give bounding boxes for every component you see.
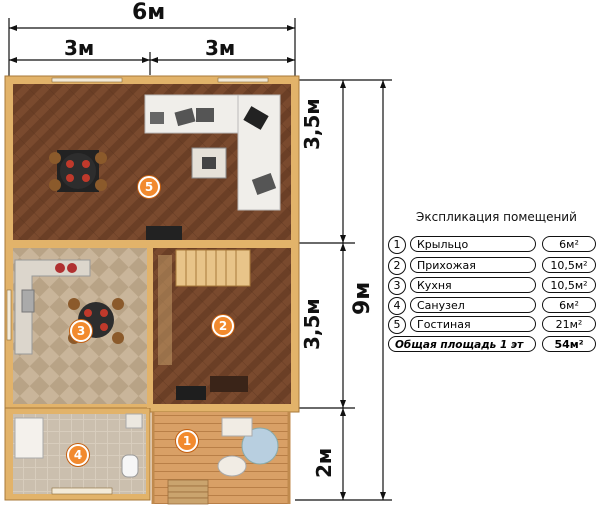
legend-room-name: Прихожая — [410, 257, 536, 273]
legend-num: 1 — [388, 236, 406, 254]
fireplace — [146, 226, 182, 240]
legend-room-area: 10,5м² — [542, 277, 596, 293]
legend-room-name: Кухня — [410, 277, 536, 293]
room-marker-3: 3 — [70, 320, 92, 342]
room-marker-5: 5 — [138, 176, 160, 198]
porch-steps — [167, 479, 209, 505]
legend-total-label: Общая площадь 1 эт — [388, 336, 536, 352]
dim-top-left: 3м — [64, 36, 95, 60]
room-marker-1: 1 — [176, 430, 198, 452]
room-marker-4: 4 — [67, 444, 89, 466]
legend-room-area: 6м² — [542, 236, 596, 252]
dim-top-total: 6м — [132, 0, 166, 25]
legend-room-name: Гостиная — [410, 316, 536, 332]
wall-vertical — [147, 248, 153, 408]
legend-num: 2 — [388, 257, 406, 275]
legend-room-name: Крыльцо — [410, 236, 536, 252]
legend-num: 5 — [388, 316, 406, 334]
legend-room-area: 10,5м² — [542, 257, 596, 273]
legend-total-area: 54м² — [542, 336, 596, 352]
legend-num: 3 — [388, 277, 406, 295]
legend-title: Экспликация помещений — [416, 210, 577, 224]
staircase — [175, 249, 251, 287]
legend-num: 4 — [388, 297, 406, 315]
legend-room-area: 21м² — [542, 316, 596, 332]
legend-room-area: 6м² — [542, 297, 596, 313]
legend-room-name: Санузел — [410, 297, 536, 313]
wall-horizontal — [13, 240, 291, 248]
room-marker-2: 2 — [212, 315, 234, 337]
dim-top-right: 3м — [205, 36, 236, 60]
